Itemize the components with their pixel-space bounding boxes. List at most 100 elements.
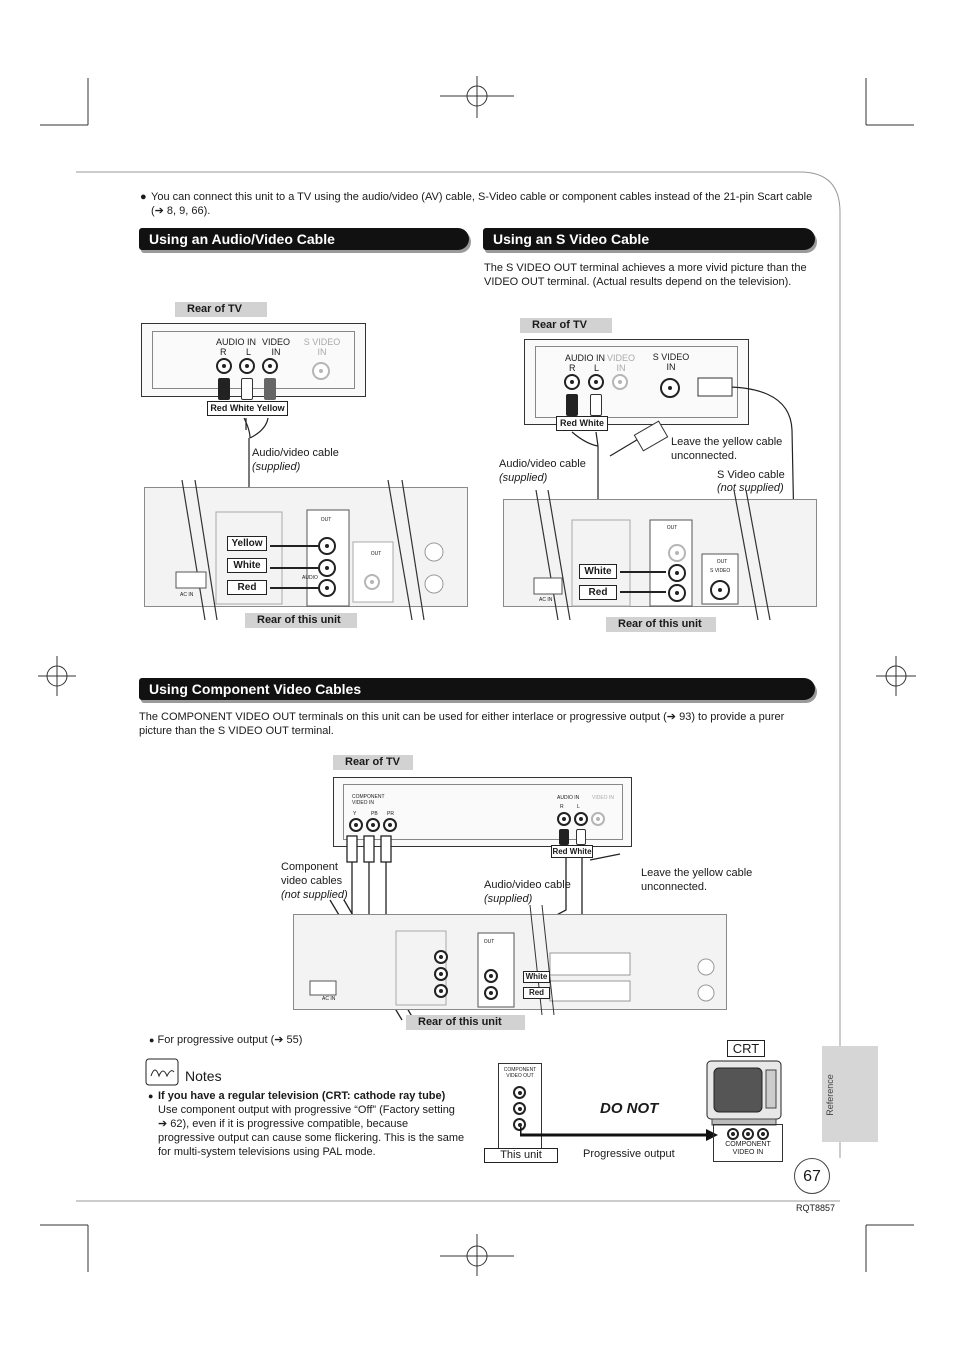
intro-text: You can connect this unit to a TV using … [151, 191, 813, 217]
component-unit-out-label: OUT [483, 939, 495, 945]
av-yellow-label: Yellow [227, 536, 267, 551]
crt-do-not: DO NOT [600, 1100, 659, 1117]
av-cable-note: (supplied) [252, 461, 301, 473]
component-plug-colors-label: Red White [551, 845, 593, 858]
component-unit-audio-r-jack [484, 986, 498, 1000]
component-cables-note: (not supplied) [281, 889, 348, 901]
svideo-unit-audio-r-jack [668, 584, 686, 602]
component-description: The COMPONENT VIDEO OUT terminals on thi… [139, 711, 785, 737]
crt-comp-in-label: COMPONENT VIDEO IN [725, 1141, 771, 1156]
svideo-rear-unit-label: Rear of this unit [606, 617, 716, 632]
component-video-in-label: VIDEO IN [592, 795, 614, 801]
av-rear-tv-label: Rear of TV [175, 302, 267, 317]
crt-comp-out-label: COMPONENT VIDEO OUT [503, 1067, 537, 1079]
reference-tab: Reference [823, 1070, 835, 1120]
av-unit-audio-label: AUDIO [302, 575, 318, 581]
component-pb-label: PB [371, 811, 378, 817]
crt-unit-jack-2 [513, 1102, 526, 1115]
av-s-video-in-label: S VIDEO IN [303, 337, 341, 357]
component-l-label: L [577, 804, 580, 810]
crt-tv-jack-3 [757, 1128, 769, 1140]
reference-tab-label: Reference [825, 1074, 835, 1116]
crt-tv-jack-1 [727, 1128, 739, 1140]
svideo-unit-s-video-label: S VIDEO [710, 568, 731, 574]
crt-unit-jack-3 [513, 1118, 526, 1131]
component-av-cable-note: (supplied) [484, 893, 533, 905]
page-number: 67 [794, 1158, 830, 1194]
intro-paragraph: ● You can connect this unit to a TV usin… [140, 190, 820, 218]
av-tv-video-jack [262, 358, 278, 374]
av-cable-label: Audio/video cable [252, 447, 339, 459]
component-white-label: White [523, 971, 550, 983]
crt-label: CRT [727, 1040, 765, 1057]
av-unit-breaks [175, 480, 444, 620]
av-unit-ac-in: AC IN [180, 592, 194, 598]
av-unit-audio-l-jack [318, 559, 336, 577]
av-l-label: L [246, 347, 252, 357]
component-red-plug [559, 829, 569, 845]
av-video-in-label: VIDEO IN [262, 337, 291, 357]
av-white-plug [241, 378, 253, 400]
notes-item: ● If you have a regular television (CRT:… [148, 1090, 465, 1158]
progressive-note: ● For progressive output (➔ 55) [149, 1034, 303, 1046]
notes-icon [145, 1058, 179, 1086]
component-white-plug [576, 829, 586, 845]
component-tv-video-jack [591, 812, 605, 826]
component-y-label: Y [353, 811, 357, 817]
component-tv-pr-jack [383, 818, 397, 832]
av-rear-unit-label: Rear of this unit [245, 613, 357, 628]
component-r-label: R [560, 804, 564, 810]
crt-this-unit-label: This unit [484, 1148, 558, 1163]
svideo-tv-audio-l-jack [588, 374, 604, 390]
av-tv-audio-l-jack [239, 358, 255, 374]
svideo-red-plug [566, 394, 578, 416]
component-tv-comp-in-label: COMPONENT VIDEO IN [352, 794, 385, 806]
svideo-r-label: R [569, 363, 576, 373]
av-tv-audio-r-jack [216, 358, 232, 374]
component-unit-y-jack [434, 950, 448, 964]
svideo-unit-audio-l-jack [668, 564, 686, 582]
component-audio-in-label: AUDIO IN [557, 795, 580, 801]
svideo-tv-video-jack [612, 374, 628, 390]
component-tv-audio-l-jack [574, 812, 588, 826]
av-r-label: R [220, 347, 227, 357]
av-tv-panel [141, 323, 366, 397]
doc-code: RQT8857 [796, 1203, 836, 1213]
svideo-section-title: Using an S Video Cable [483, 228, 815, 250]
svideo-white-plug [590, 394, 602, 416]
component-unit-pr-jack [434, 984, 448, 998]
component-tv-y-jack [349, 818, 363, 832]
svideo-unit-svideo-jack [710, 580, 730, 600]
component-leave-yellow: Leave the yellow cable unconnected. [641, 867, 753, 893]
svideo-s-video-in-label: S VIDEO IN [652, 352, 690, 372]
svideo-l-label: L [594, 363, 600, 373]
svideo-red-label: Red [579, 585, 617, 600]
crt-unit-jack-1 [513, 1086, 526, 1099]
crt-tv-icon [706, 1060, 782, 1126]
component-unit-body [309, 905, 715, 1015]
svideo-white-label: White [579, 564, 617, 579]
av-audio-in-label: AUDIO IN [216, 337, 257, 347]
svideo-cable-label: Audio/video cable [499, 458, 586, 470]
component-cables-label: Component video cables [281, 861, 343, 887]
av-unit-audio-r-jack [318, 579, 336, 597]
crt-progressive-output: Progressive output [583, 1148, 675, 1160]
av-tv-svideo-jack [312, 362, 330, 380]
svideo-plug-colors-label: Red White [556, 416, 608, 431]
svideo-video-in-label: VIDEO IN [607, 353, 636, 373]
notes-body: Use component output with progressive “O… [158, 1104, 465, 1158]
av-unit-out-label-2: OUT [370, 551, 382, 557]
svideo-leave-yellow: Leave the yellow cable unconnected. [671, 436, 783, 462]
svideo-cable-note: (supplied) [499, 472, 548, 484]
svideo-unit-ac-in: AC IN [539, 597, 553, 603]
notes-title: Notes [185, 1068, 222, 1084]
component-section-title: Using Component Video Cables [139, 678, 815, 700]
crt-progressive-arrow [520, 1127, 718, 1141]
crt-tv-input-panel [713, 1124, 783, 1162]
av-white-label: White [227, 558, 267, 573]
component-rear-unit-label: Rear of this unit [406, 1015, 525, 1030]
component-rear-tv-label: Rear of TV [333, 755, 413, 770]
component-unit-pb-jack [434, 967, 448, 981]
component-tv-audio-r-jack [557, 812, 571, 826]
